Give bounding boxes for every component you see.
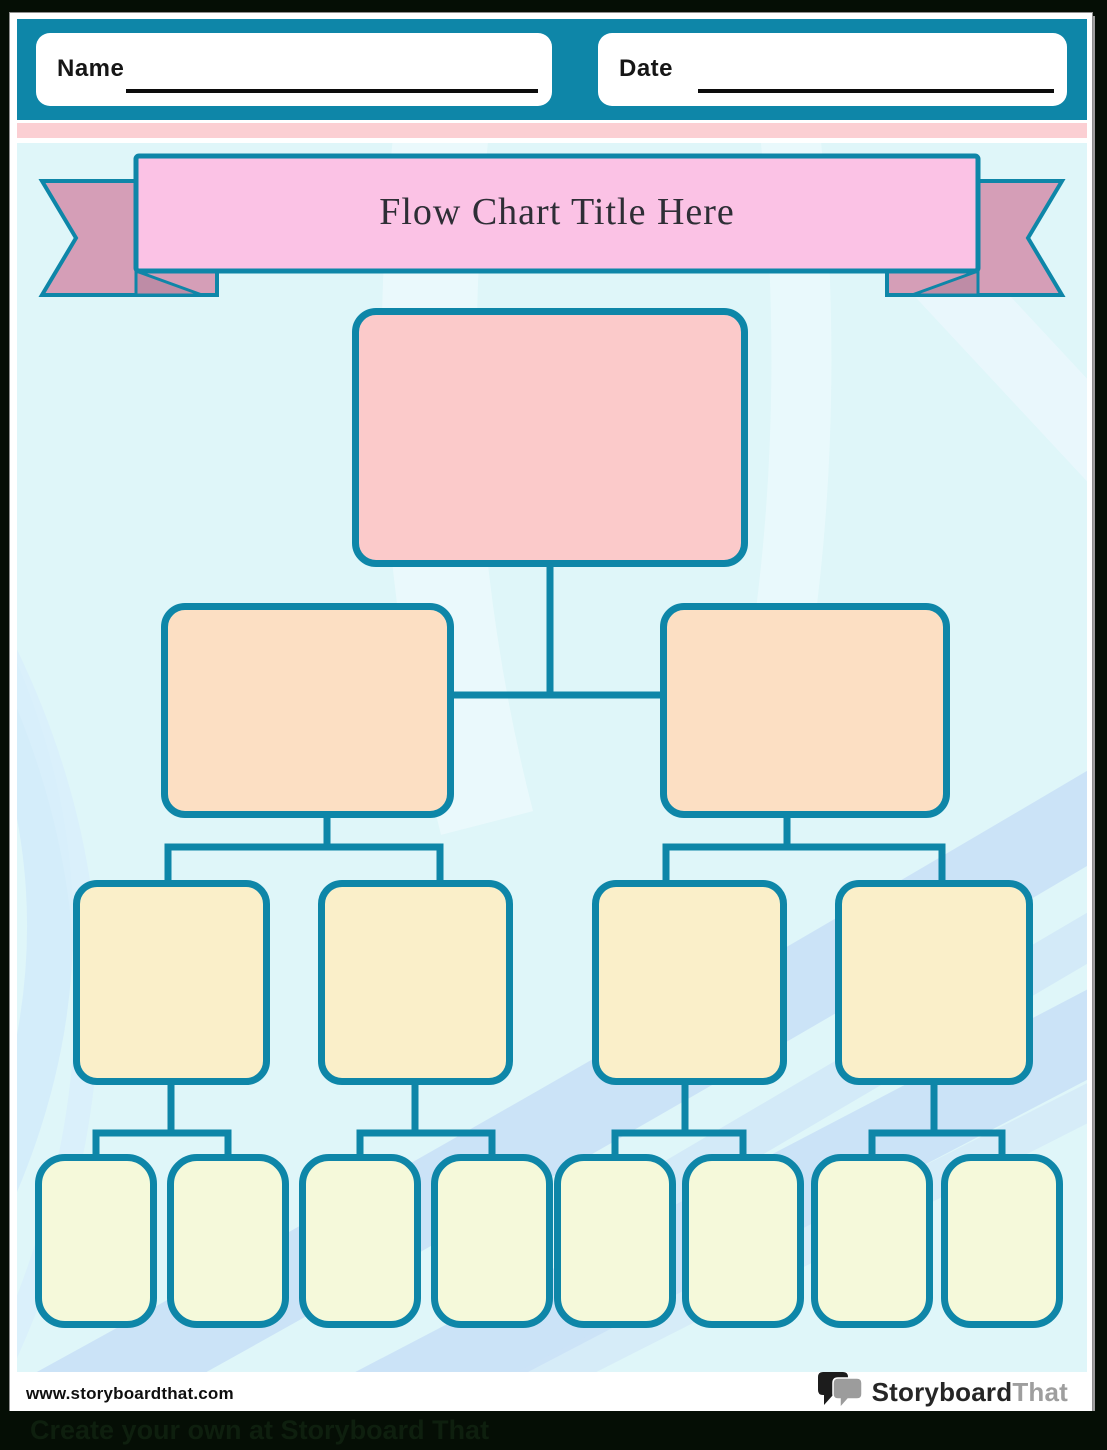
storyboardthat-logo: StoryboardThat <box>816 1372 1068 1410</box>
logo-text-primary: Storyboard <box>871 1376 1013 1407</box>
name-label: Name <box>57 55 125 82</box>
pink-accent-strip <box>17 123 1087 138</box>
ribbon-fold-right <box>911 268 980 297</box>
date-field-box: Date <box>598 33 1067 106</box>
flow-node-level1-1[interactable] <box>352 308 748 567</box>
flow-node-level3-2[interactable] <box>318 880 513 1085</box>
name-field-box: Name <box>36 33 552 106</box>
banner-rect <box>133 153 981 274</box>
flow-node-level3-3[interactable] <box>592 880 787 1085</box>
bottom-bar-text: Create your own at Storyboard That <box>30 1415 490 1445</box>
flow-node-level4-6[interactable] <box>682 1154 804 1328</box>
flow-node-level4-1[interactable] <box>35 1154 157 1328</box>
date-input-line[interactable] <box>698 89 1054 93</box>
worksheet-page: Name Date <box>9 12 1093 1412</box>
speech-bubbles-icon <box>817 1372 863 1410</box>
flowchart-connectors <box>92 567 1006 1159</box>
banner-title: Flow Chart Title Here <box>379 191 735 233</box>
flow-node-level3-4[interactable] <box>835 880 1033 1085</box>
flow-node-level3-1[interactable] <box>73 880 270 1085</box>
bottom-bar: Create your own at Storyboard That <box>0 1411 1107 1450</box>
flow-node-level4-4[interactable] <box>431 1154 553 1328</box>
flow-node-level4-2[interactable] <box>167 1154 289 1328</box>
title-banner-ribbon <box>38 153 1066 297</box>
ribbon-fold-left <box>134 268 203 297</box>
flow-node-level4-7[interactable] <box>811 1154 933 1328</box>
flow-node-level2-2[interactable] <box>660 603 950 818</box>
logo-text: StoryboardThat <box>872 1377 1068 1408</box>
flow-node-level4-5[interactable] <box>554 1154 676 1328</box>
logo-text-secondary: That <box>1012 1376 1068 1407</box>
name-input-line[interactable] <box>126 89 538 93</box>
header-band: Name Date <box>17 19 1087 120</box>
flow-node-level4-3[interactable] <box>299 1154 421 1328</box>
flow-node-level4-8[interactable] <box>941 1154 1063 1328</box>
date-label: Date <box>619 55 674 82</box>
flow-node-level2-1[interactable] <box>161 603 454 818</box>
website-url: www.storyboardthat.com <box>26 1384 234 1403</box>
